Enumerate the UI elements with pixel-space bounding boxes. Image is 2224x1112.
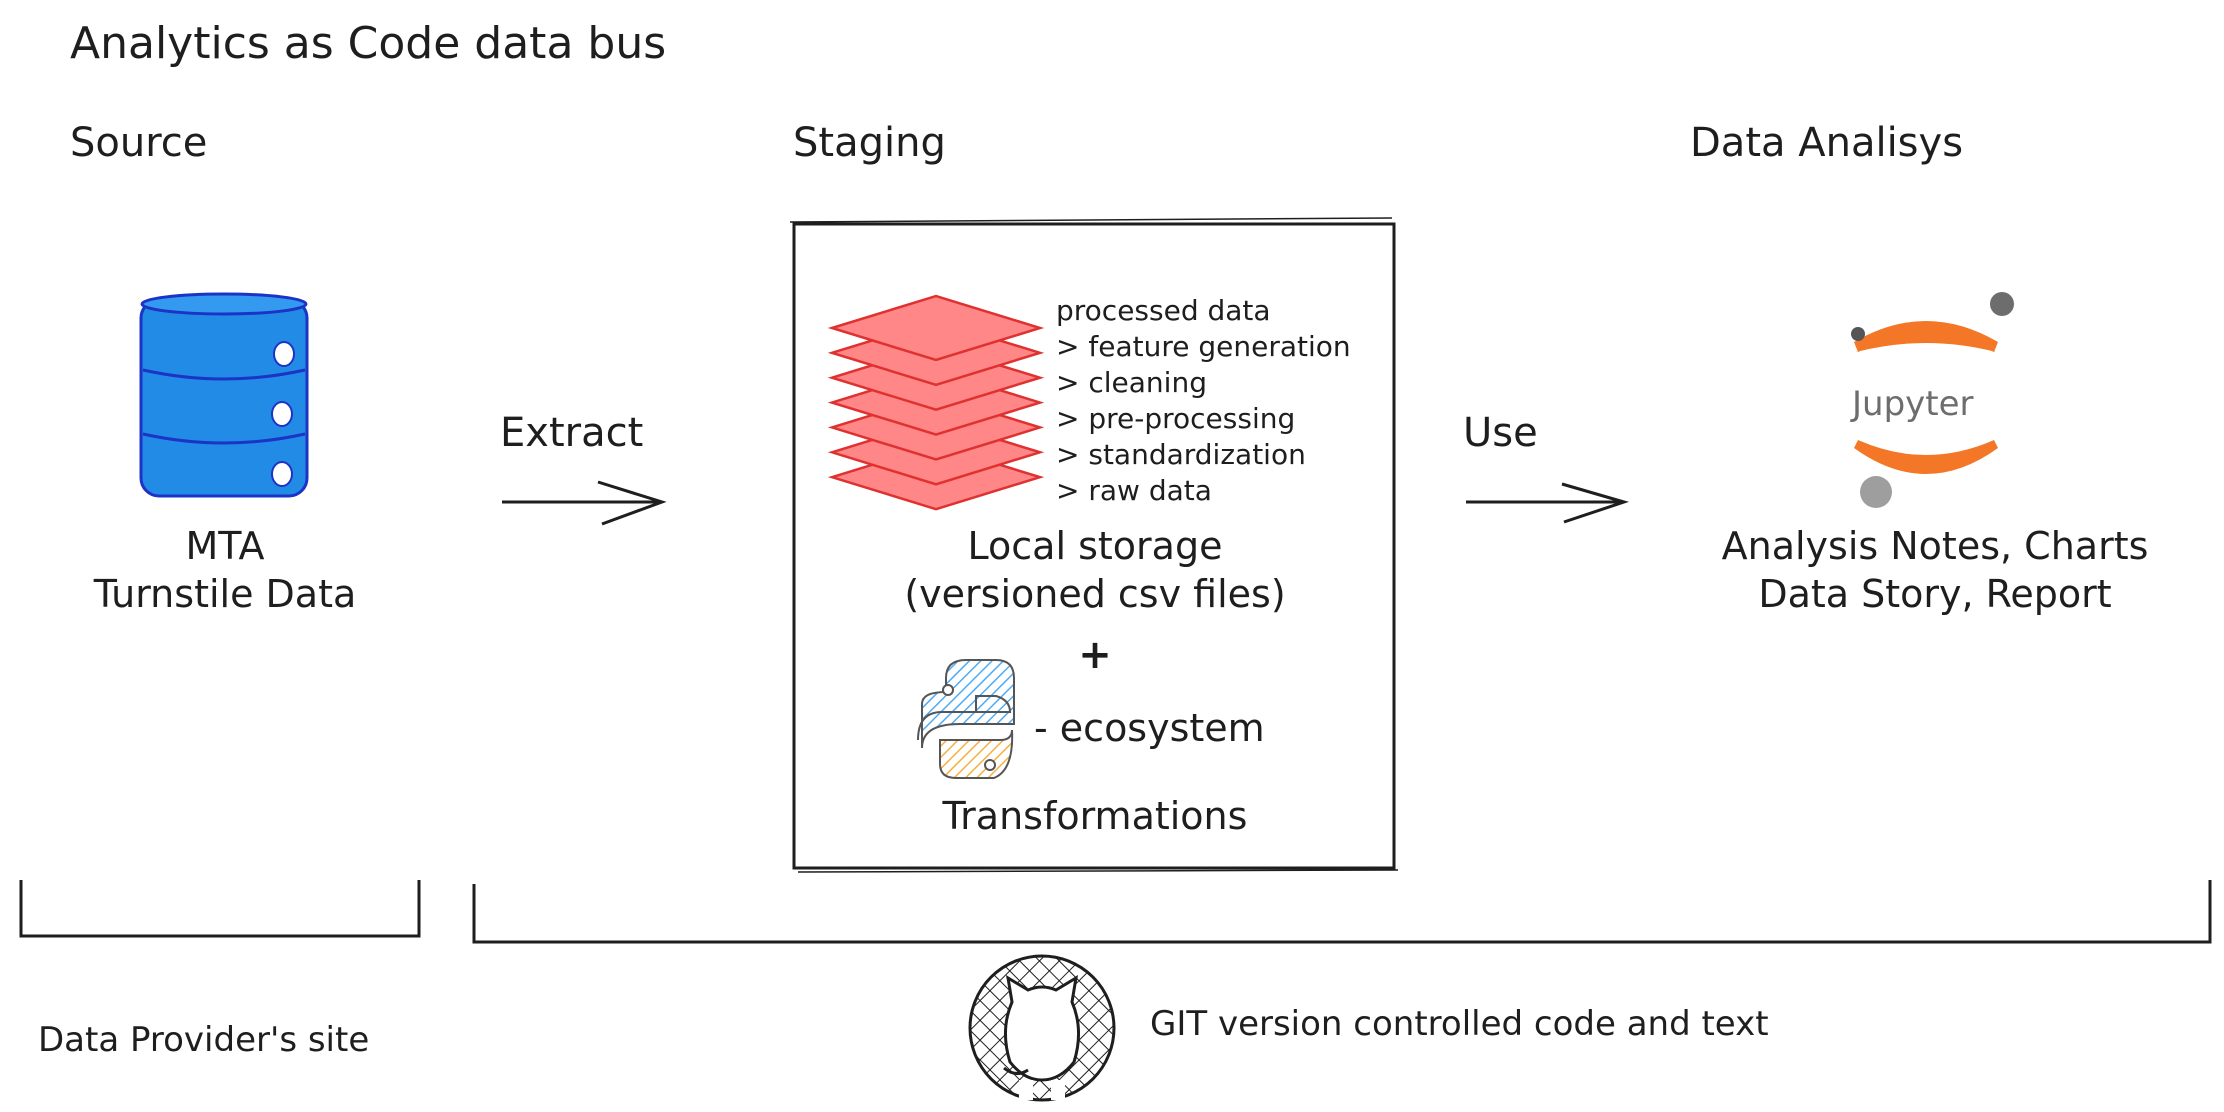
use-arrow bbox=[1466, 482, 1630, 524]
ecosystem-label: - ecosystem bbox=[1034, 706, 1265, 750]
storage-label: Local storage (versioned csv files) bbox=[800, 522, 1390, 618]
git-bracket bbox=[472, 880, 2212, 944]
source-label-line1: MTA bbox=[185, 524, 265, 568]
jupyter-logo-icon bbox=[1851, 292, 2014, 508]
jupyter-logo-text: Jupyter bbox=[1852, 384, 1974, 424]
data-provider-site-label: Data Provider's site bbox=[38, 1020, 370, 1060]
column-header-staging: Staging bbox=[793, 120, 946, 166]
layer-sheet bbox=[827, 294, 1045, 362]
source-label: MTA Turnstile Data bbox=[30, 522, 420, 618]
github-icon bbox=[968, 954, 1116, 1102]
staging-box bbox=[789, 217, 1399, 873]
layers-stack-icon bbox=[827, 294, 1045, 511]
layer-item: processed data bbox=[1056, 294, 1271, 327]
storage-label-line2: (versioned csv files) bbox=[904, 572, 1286, 616]
extract-label: Extract bbox=[500, 410, 644, 456]
git-label: GIT version controlled code and text bbox=[1150, 1004, 1769, 1044]
analysis-label-line1: Analysis Notes, Charts bbox=[1721, 524, 2149, 568]
transformations-label: Transformations bbox=[942, 794, 1248, 838]
source-label-line2: Turnstile Data bbox=[93, 572, 357, 616]
layer-item: > pre-processing bbox=[1056, 402, 1296, 435]
layer-item: > cleaning bbox=[1056, 366, 1207, 399]
column-header-source: Source bbox=[70, 120, 208, 166]
layer-item: > feature generation bbox=[1056, 330, 1351, 363]
plus-sign: + bbox=[1078, 632, 1112, 678]
source-bracket bbox=[19, 880, 421, 938]
database-icon bbox=[139, 292, 309, 498]
analysis-label: Analysis Notes, Charts Data Story, Repor… bbox=[1690, 522, 2180, 618]
column-header-analysis: Data Analisys bbox=[1690, 120, 1964, 166]
extract-arrow bbox=[502, 480, 667, 526]
layer-item: > raw data bbox=[1056, 474, 1212, 507]
python-logo-icon bbox=[917, 659, 1015, 779]
layer-item: > standardization bbox=[1056, 438, 1306, 471]
use-label: Use bbox=[1463, 410, 1538, 456]
page-title: Analytics as Code data bus bbox=[70, 18, 667, 69]
layer-list: processed data > feature generation > cl… bbox=[1056, 294, 1386, 507]
analysis-label-line2: Data Story, Report bbox=[1758, 572, 2112, 616]
storage-label-line1: Local storage bbox=[967, 524, 1223, 568]
